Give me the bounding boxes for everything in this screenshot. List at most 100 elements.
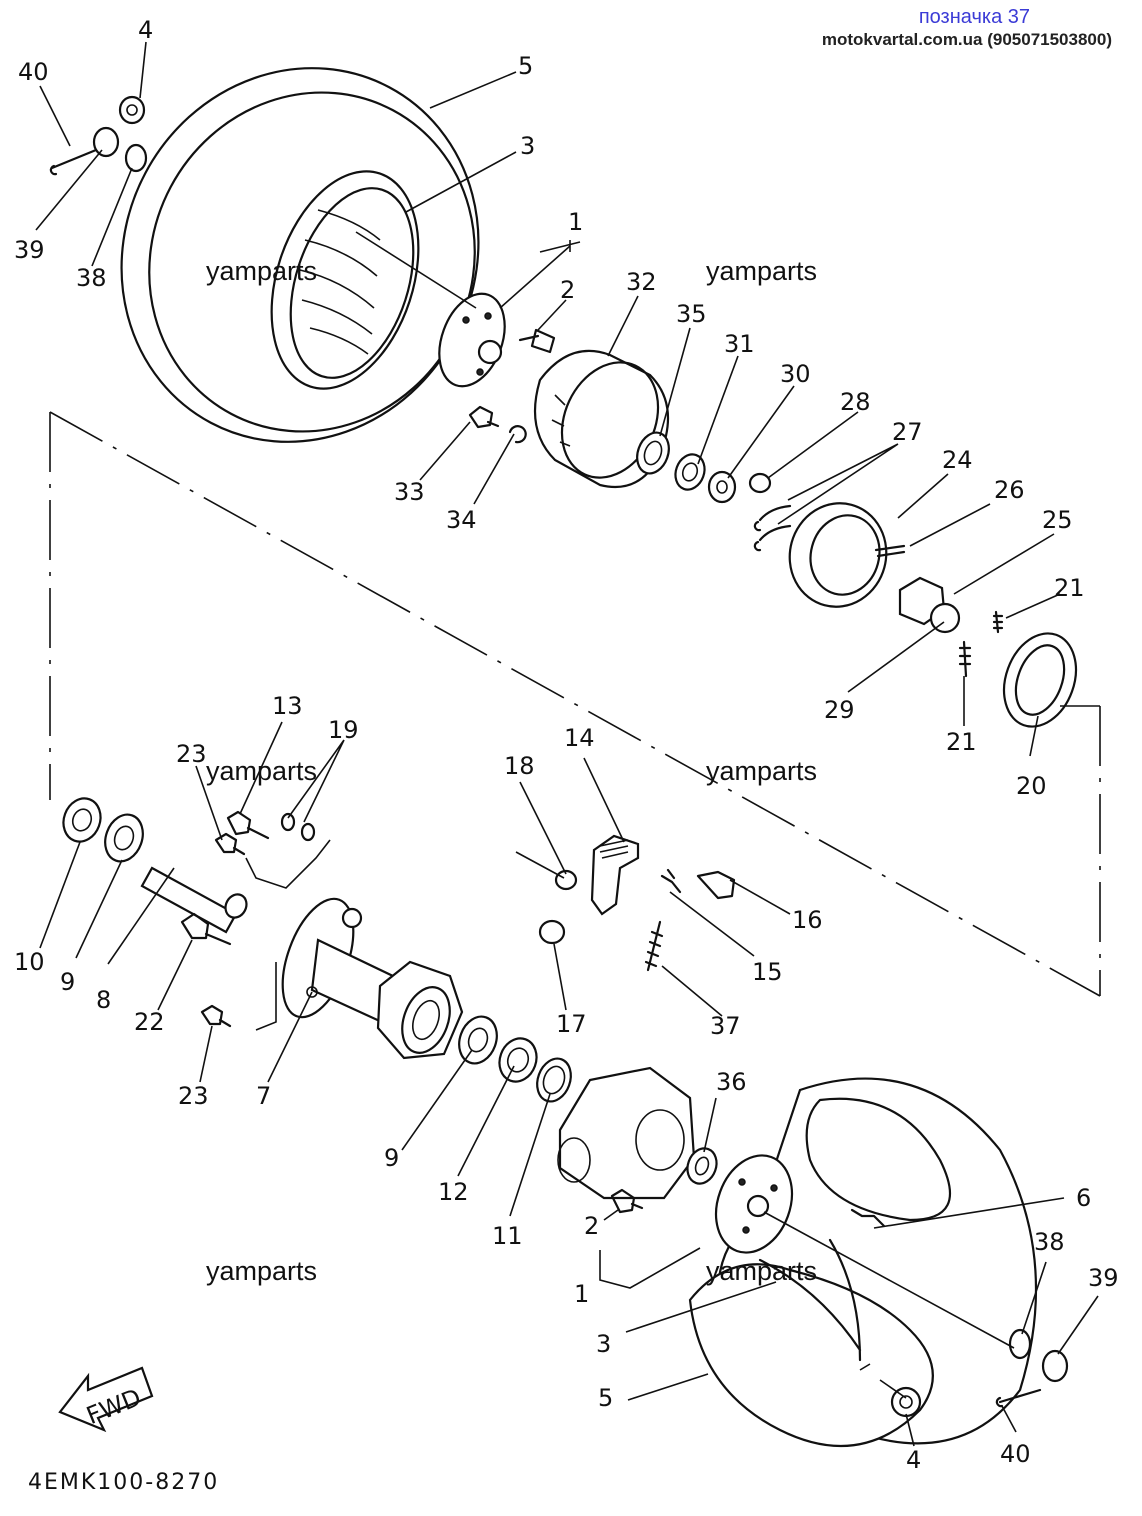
pin-40-top xyxy=(49,148,98,176)
part-label: 5 xyxy=(598,1384,613,1412)
part-label: 16 xyxy=(792,906,823,934)
part-label: 1 xyxy=(568,208,583,236)
part-label: 19 xyxy=(328,716,359,744)
clip-34 xyxy=(508,425,527,444)
header-source: motokvartal.com.ua (905071503800) xyxy=(821,30,1112,49)
part-label: 13 xyxy=(272,692,303,720)
nut-39-bottom xyxy=(1041,1349,1069,1383)
nut-4-top xyxy=(118,95,146,125)
spring-21-lower xyxy=(958,640,972,678)
spring-21-upper xyxy=(992,610,1004,634)
part-label: 12 xyxy=(438,1178,469,1206)
part-label: 34 xyxy=(446,506,477,534)
bearing-9-left xyxy=(104,813,144,863)
oring-11 xyxy=(536,1057,572,1103)
part-label: 25 xyxy=(1042,506,1073,534)
part-label: 17 xyxy=(556,1010,587,1038)
part-label: 26 xyxy=(994,476,1025,504)
part-label: 8 xyxy=(96,986,111,1014)
diagram-code: 4EMK100-8270 xyxy=(28,1470,220,1495)
leader-lines xyxy=(35,41,1099,1447)
part-label: 23 xyxy=(178,1082,209,1110)
part-label: 2 xyxy=(560,276,575,304)
part-label: 30 xyxy=(780,360,811,388)
part-label: 35 xyxy=(676,300,707,328)
cam-lever-14 xyxy=(590,834,640,916)
part-label: 40 xyxy=(18,58,49,86)
nut-28 xyxy=(748,472,772,494)
seal-10 xyxy=(62,797,102,843)
part-label: 20 xyxy=(1016,772,1047,800)
part-label: 3 xyxy=(596,1330,611,1358)
washer-18 xyxy=(554,869,578,891)
part-label: 14 xyxy=(564,724,595,752)
part-label: 37 xyxy=(710,1012,741,1040)
watermark: yamparts xyxy=(706,256,817,286)
bolt-26 xyxy=(874,544,906,558)
washer-38-top xyxy=(124,143,148,173)
part-label: 4 xyxy=(906,1446,921,1474)
seal-12 xyxy=(498,1037,538,1083)
bolt-16 xyxy=(696,870,736,900)
brake-shoe-20 xyxy=(1002,632,1078,728)
washer-38-bottom xyxy=(1008,1328,1032,1360)
bearing-9-right xyxy=(458,1015,498,1065)
spring-37 xyxy=(644,920,664,972)
part-label: 2 xyxy=(584,1212,599,1240)
oring-19 xyxy=(280,812,316,842)
bolt-2-bottom xyxy=(610,1188,644,1214)
part-label: 18 xyxy=(504,752,535,780)
nut-17 xyxy=(538,919,566,945)
part-label: 36 xyxy=(716,1068,747,1096)
nut-39-top xyxy=(92,126,120,158)
part-label: 7 xyxy=(256,1082,271,1110)
part-label: 11 xyxy=(492,1222,523,1250)
pin-40-bottom xyxy=(995,1388,1042,1408)
cam-25 xyxy=(898,576,961,634)
spring-15 xyxy=(660,868,682,894)
part-label: 27 xyxy=(892,418,923,446)
part-label: 22 xyxy=(134,1008,165,1036)
part-label: 15 xyxy=(752,958,783,986)
bearing-31 xyxy=(674,453,706,491)
part-label: 5 xyxy=(518,52,533,80)
part-label: 23 xyxy=(176,740,207,768)
part-label: 21 xyxy=(1054,574,1085,602)
collar-8 xyxy=(140,866,248,934)
bolt-22 xyxy=(180,912,232,946)
part-label: 39 xyxy=(1088,1264,1119,1292)
assembly-lines xyxy=(49,231,1101,1399)
bolt-23-lower xyxy=(200,1004,232,1028)
part-label: 29 xyxy=(824,696,855,724)
bolt-23-upper xyxy=(214,832,246,856)
part-labels: 40 4 5 3 39 38 1 2 32 35 31 30 28 27 24 … xyxy=(14,16,1119,1474)
pin-27 xyxy=(753,504,792,552)
watermark: yamparts xyxy=(706,756,817,786)
part-label: 9 xyxy=(384,1144,399,1172)
bolt-33 xyxy=(468,405,500,429)
part-label: 24 xyxy=(942,446,973,474)
fwd-arrow-icon: FWD xyxy=(58,1366,154,1433)
part-label: 38 xyxy=(76,264,107,292)
part-label: 9 xyxy=(60,968,75,996)
watermarks: yamparts yamparts yamparts yamparts yamp… xyxy=(206,256,817,1286)
part-label: 38 xyxy=(1034,1228,1065,1256)
part-label: 4 xyxy=(138,16,153,44)
part-label: 39 xyxy=(14,236,45,264)
hub-plate-bottom xyxy=(714,1154,794,1254)
valve-6 xyxy=(850,1208,886,1228)
part-label: 31 xyxy=(724,330,755,358)
part-label: 21 xyxy=(946,728,977,756)
axle-housing-7 xyxy=(281,897,464,1060)
brake-plate-24 xyxy=(788,502,888,608)
watermark: yamparts xyxy=(706,1256,817,1286)
watermark: yamparts xyxy=(206,256,317,286)
part-label: 6 xyxy=(1076,1184,1091,1212)
header-tag: позначка 37 xyxy=(918,6,1030,28)
part-label: 3 xyxy=(520,132,535,160)
part-label: 10 xyxy=(14,948,45,976)
nut-30 xyxy=(707,470,737,504)
seal-36 xyxy=(686,1147,718,1185)
part-label: 32 xyxy=(626,268,657,296)
